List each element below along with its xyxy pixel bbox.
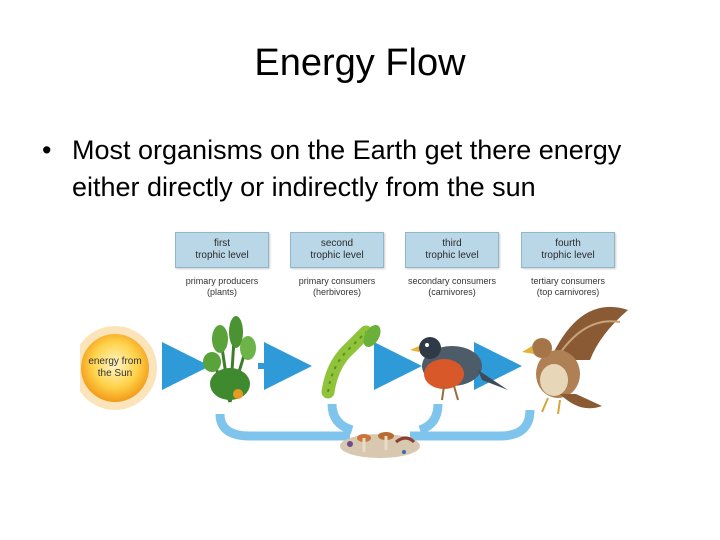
level-title: fourth <box>555 238 581 249</box>
sun-label: energy from the Sun <box>85 356 145 380</box>
role-example: (herbivores) <box>312 287 361 297</box>
sun-icon <box>80 326 157 410</box>
decomposers-icon <box>340 432 420 458</box>
robin-icon <box>410 337 508 401</box>
role-example: (top carnivores) <box>536 287 600 297</box>
diagram-graphics <box>80 306 628 458</box>
level-title: first <box>213 238 231 249</box>
role-name: primary consumers <box>298 276 376 286</box>
energy-flow-diagram: first trophic level second trophic level… <box>80 224 632 470</box>
level-subtitle: trophic level <box>195 250 249 261</box>
sun-label-line1: energy from <box>88 356 142 367</box>
level-title: second <box>320 238 354 249</box>
role-tertiary-consumers: tertiary consumers (top carnivores) <box>518 276 618 298</box>
level-box-first: first trophic level <box>175 232 269 268</box>
role-example: (carnivores) <box>428 287 476 297</box>
bullet-text: Most organisms on the Earth get there en… <box>72 135 622 202</box>
role-producers: primary producers (plants) <box>172 276 272 298</box>
role-name: tertiary consumers <box>530 276 606 286</box>
decomposer-arrows <box>215 403 535 441</box>
level-subtitle: trophic level <box>541 250 595 261</box>
sun-label-line2: the Sun <box>97 368 133 379</box>
role-name: primary producers <box>185 276 259 286</box>
level-subtitle: trophic level <box>425 250 479 261</box>
hawk-icon <box>522 306 628 415</box>
level-subtitle: trophic level <box>310 250 364 261</box>
role-name: secondary consumers <box>407 276 497 286</box>
bullet-dot: • <box>42 135 52 165</box>
level-box-fourth: fourth trophic level <box>521 232 615 268</box>
role-secondary-consumers: secondary consumers (carnivores) <box>402 276 502 298</box>
bullet-point: • Most organisms on the Earth get there … <box>42 132 692 206</box>
level-box-second: second trophic level <box>290 232 384 268</box>
slide-title: Energy Flow <box>254 42 466 84</box>
plant-icon <box>203 316 256 403</box>
caterpillar-icon <box>321 325 381 399</box>
level-title: third <box>442 238 462 249</box>
role-primary-consumers: primary consumers (herbivores) <box>287 276 387 298</box>
role-example: (plants) <box>206 287 237 297</box>
level-box-third: third trophic level <box>405 232 499 268</box>
